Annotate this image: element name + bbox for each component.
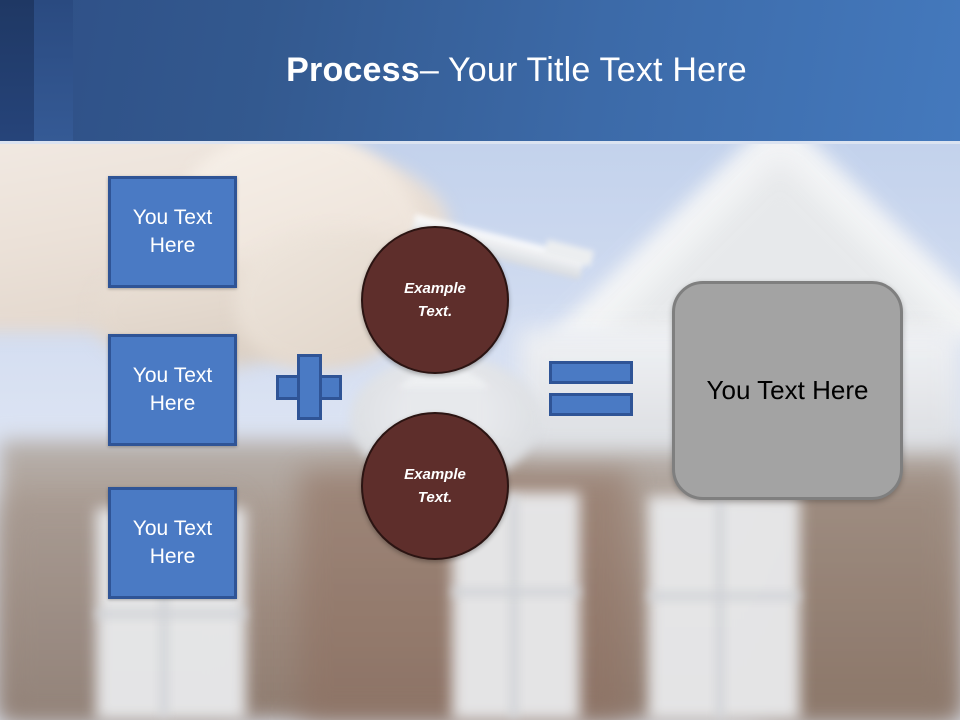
window-mullion bbox=[716, 500, 724, 718]
input-box-2-label: You Text Here bbox=[132, 364, 213, 415]
slide-header: Process – Your Title Text Here bbox=[0, 0, 960, 141]
input-box-3-label: You Text Here bbox=[132, 517, 213, 568]
example-circle-1-line1: Example bbox=[404, 279, 466, 297]
header-accent-bar-mid bbox=[34, 0, 73, 141]
input-box-2[interactable]: You Text Here bbox=[108, 334, 237, 446]
example-circle-2-label: Example Text. bbox=[404, 463, 466, 510]
example-circle-1-line2: Text. bbox=[417, 303, 453, 320]
example-circle-2-line1: Example bbox=[404, 465, 466, 483]
example-circle-1[interactable]: Example Text. bbox=[361, 226, 509, 374]
house-window-right bbox=[648, 496, 800, 720]
page-title-emphasis: Process bbox=[286, 51, 420, 89]
equals-icon bbox=[549, 361, 633, 416]
page-title: Process – Your Title Text Here bbox=[73, 0, 960, 141]
result-box-label: You Text Here bbox=[706, 375, 869, 405]
equals-top-bar bbox=[549, 361, 633, 384]
example-circle-2-line2: Text. bbox=[417, 489, 453, 506]
input-box-1-label: You Text Here bbox=[132, 206, 213, 257]
header-accent-bar-dark bbox=[0, 0, 34, 141]
example-circle-2[interactable]: Example Text. bbox=[361, 412, 509, 560]
example-circle-1-label: Example Text. bbox=[404, 277, 466, 324]
plus-center-fill bbox=[300, 378, 319, 397]
plus-icon bbox=[276, 354, 342, 420]
window-mullion bbox=[510, 496, 518, 718]
input-box-3[interactable]: You Text Here bbox=[108, 487, 237, 599]
result-box[interactable]: You Text Here bbox=[672, 281, 903, 500]
window-mullion bbox=[452, 588, 580, 596]
page-title-rest: – Your Title Text Here bbox=[419, 51, 747, 89]
header-underline bbox=[0, 141, 960, 144]
equals-bottom-bar bbox=[549, 393, 633, 416]
input-box-1[interactable]: You Text Here bbox=[108, 176, 237, 288]
window-mullion bbox=[648, 592, 800, 600]
window-mullion bbox=[96, 610, 246, 618]
